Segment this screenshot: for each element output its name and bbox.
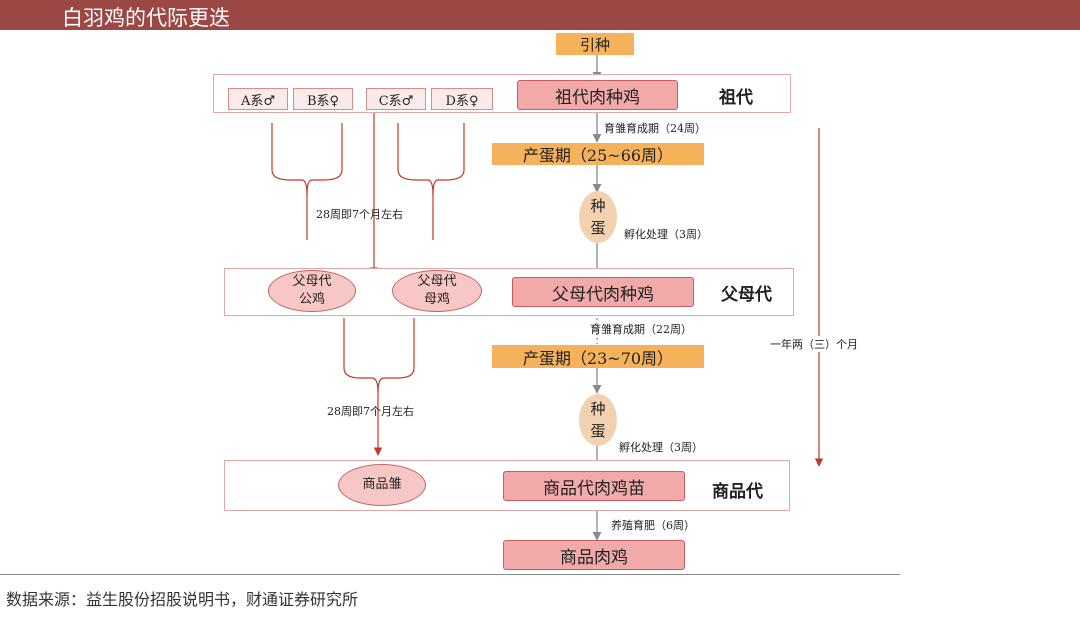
parent-egg-top: 种	[590, 400, 606, 418]
parent-female-ellipse: 父母代 母鸡	[392, 270, 482, 312]
page-title: 白羽鸡的代际更迭	[62, 6, 230, 30]
commercial-fatten-note: 养殖育肥（6周）	[611, 519, 695, 532]
commercial-final-label: 商品肉鸡	[560, 547, 628, 568]
grandparent-laying-box: 产蛋期（25~66周）	[492, 143, 704, 165]
commercial-final-box: 商品肉鸡	[503, 540, 685, 570]
grandparent-stock-box: 祖代肉种鸡	[517, 80, 678, 110]
commercial-stock-label: 商品代肉鸡苗	[543, 478, 645, 499]
parent-interval-note: 28周即7个月左右	[327, 405, 414, 418]
commercial-chick-ellipse: 商品雏	[338, 464, 426, 506]
grandparent-generation-label: 祖代	[719, 88, 753, 108]
parent-male-ellipse: 父母代 公鸡	[268, 270, 356, 312]
parent-male-line2: 公鸡	[298, 292, 325, 307]
parent-hatch-note: 孵化处理（3周）	[619, 441, 703, 454]
parent-female-line1: 父母代	[417, 274, 457, 289]
parent-laying-label: 产蛋期（23~70周）	[522, 348, 674, 368]
footer-divider	[0, 574, 900, 575]
commercial-stock-box: 商品代肉鸡苗	[503, 471, 685, 501]
grandparent-laying-label: 产蛋期（25~66周）	[522, 146, 674, 165]
commercial-generation-label: 商品代	[712, 482, 763, 502]
cycle-note: 一年两（三）个月	[768, 336, 860, 352]
line-a-box: A系♂	[228, 88, 288, 110]
title-bar	[0, 0, 1080, 30]
line-b-box: B系♀	[293, 88, 353, 110]
parent-male-line1: 父母代	[292, 274, 332, 289]
parent-laying-box: 产蛋期（23~70周）	[492, 345, 704, 368]
parent-generation-label: 父母代	[721, 285, 772, 305]
introduce-box: 引种	[556, 33, 634, 55]
line-c-label: C系♂	[378, 93, 414, 109]
line-c-box: C系♂	[366, 88, 426, 110]
line-d-box: D系♀	[431, 88, 493, 110]
commercial-chick-label: 商品雏	[362, 477, 402, 492]
grandparent-hatching-egg: 种 蛋	[579, 191, 617, 243]
source-note: 数据来源：益生股份招股说明书，财通证券研究所	[6, 590, 359, 609]
grandparent-rearing-note: 育雏育成期（24周）	[604, 122, 706, 135]
parent-hatching-egg: 种 蛋	[579, 394, 617, 446]
grandparent-egg-bottom: 蛋	[590, 219, 606, 237]
line-b-label: B系♀	[306, 93, 340, 109]
line-a-label: A系♂	[240, 93, 276, 109]
grandparent-interval-note: 28周即7个月左右	[316, 208, 403, 221]
parent-egg-bottom: 蛋	[590, 422, 606, 440]
parent-rearing-note: 育雏育成期（22周）	[590, 323, 692, 336]
parent-stock-box: 父母代肉种鸡	[512, 277, 694, 307]
grandparent-egg-top: 种	[590, 197, 606, 215]
line-d-label: D系♀	[445, 93, 479, 109]
parent-stock-label: 父母代肉种鸡	[552, 284, 654, 305]
parent-female-line2: 母鸡	[423, 292, 450, 307]
introduce-label: 引种	[579, 35, 610, 54]
grandparent-hatch-note: 孵化处理（3周）	[624, 228, 708, 241]
grandparent-stock-label: 祖代肉种鸡	[555, 87, 640, 108]
